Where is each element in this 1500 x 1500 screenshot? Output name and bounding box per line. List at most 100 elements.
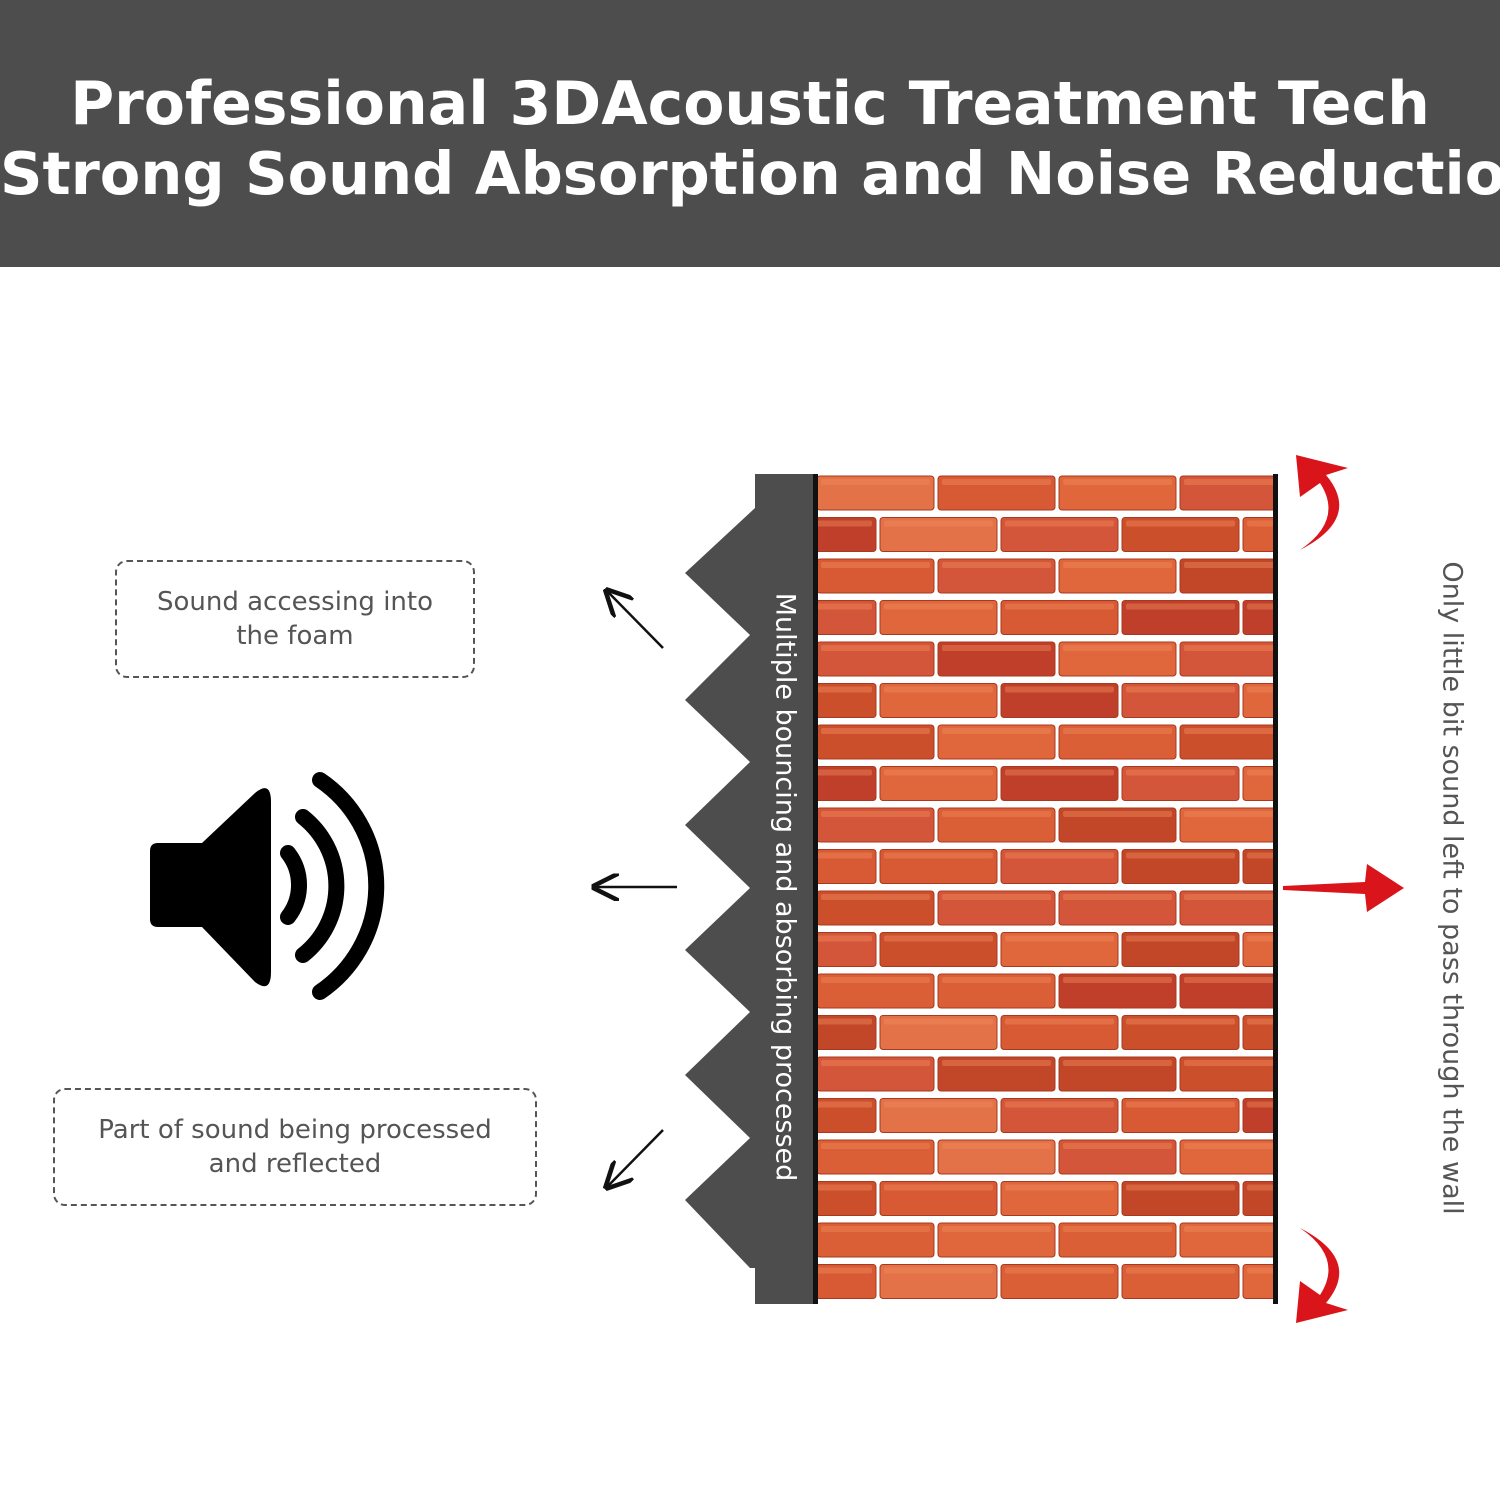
brick-highlight	[1184, 1226, 1275, 1232]
brick	[1179, 890, 1275, 926]
brick	[879, 683, 998, 718]
brick	[1179, 558, 1275, 594]
callout-sound-reflected: Part of sound being processed and reflec…	[53, 1088, 537, 1206]
brick-highlight	[1005, 1184, 1114, 1191]
foam-panel	[685, 474, 813, 1304]
brick	[1058, 890, 1177, 926]
brick-highlight	[1184, 894, 1275, 900]
brick	[879, 766, 998, 801]
brick-highlight	[1247, 1184, 1275, 1191]
callout-top-line-1: Sound accessing into	[156, 587, 434, 617]
brick	[1121, 849, 1240, 884]
brick	[1121, 683, 1240, 718]
brick	[1000, 600, 1119, 635]
foam-base	[755, 474, 813, 1304]
wall-right-edge	[1273, 474, 1278, 1304]
brick	[879, 1181, 998, 1216]
brick-highlight	[817, 1267, 872, 1274]
brick-highlight	[1126, 603, 1235, 610]
brick-highlight	[1305, 645, 1414, 651]
brick	[1242, 849, 1275, 884]
brick	[1058, 1056, 1177, 1092]
brick	[937, 973, 1056, 1009]
callout-bottom-line-2: and reflected	[208, 1149, 382, 1179]
brick	[1121, 1181, 1240, 1216]
brick	[1301, 891, 1418, 925]
brick-highlight	[817, 1184, 872, 1191]
brick-highlight	[1005, 603, 1114, 610]
brick-highlight	[1126, 1267, 1235, 1274]
brick	[1242, 683, 1275, 718]
brick-highlight	[1247, 852, 1275, 859]
red-arrow-icon	[1283, 864, 1404, 912]
brick	[1301, 1057, 1418, 1091]
brick-highlight	[1126, 1101, 1235, 1108]
brick	[937, 641, 1056, 677]
brick-highlight	[1126, 769, 1235, 776]
brick-highlight	[642, 1019, 751, 1025]
brick-highlight	[1184, 811, 1275, 817]
brick	[1058, 1139, 1177, 1175]
brick-highlight	[817, 520, 872, 527]
brick-highlight	[1184, 479, 1275, 485]
arrow-icon	[608, 592, 664, 649]
brick-highlight	[1305, 1060, 1414, 1066]
brick-highlight	[1063, 977, 1172, 983]
brick	[1301, 642, 1418, 676]
brick-highlight	[1305, 977, 1414, 983]
brick	[1121, 766, 1240, 801]
brick-highlight	[1063, 1060, 1172, 1066]
speaker-icon	[150, 772, 385, 1000]
brick	[1301, 559, 1418, 593]
brick-highlight	[942, 645, 1051, 651]
header-banner: Professional 3DAcoustic Treatment Tech S…	[0, 0, 1500, 267]
brick-highlight	[1063, 645, 1172, 651]
brick-highlight	[1063, 728, 1172, 734]
brick-highlight	[1305, 1226, 1414, 1232]
brick	[937, 1056, 1056, 1092]
brick-highlight	[1247, 603, 1275, 610]
brick-highlight	[1184, 728, 1275, 734]
brick	[937, 724, 1056, 760]
brick-highlight	[817, 1101, 872, 1108]
brick-highlight	[817, 935, 872, 942]
red-curved-arrow-top-icon	[1296, 455, 1348, 550]
brick	[817, 641, 935, 677]
brick-highlight	[1126, 852, 1235, 859]
brick	[1301, 808, 1418, 842]
brick-highlight	[1005, 520, 1114, 527]
brick	[879, 600, 998, 635]
brick-highlight	[1184, 562, 1275, 568]
brick	[937, 1139, 1056, 1175]
brick	[817, 1139, 935, 1175]
brick-highlight	[821, 1143, 930, 1149]
brick-highlight	[642, 1268, 751, 1274]
callout-bottom-line-1: Part of sound being processed	[98, 1115, 492, 1145]
brick-highlight	[821, 1226, 930, 1232]
brick-highlight	[942, 479, 1051, 485]
brick	[1058, 475, 1177, 511]
brick-highlight	[1063, 1143, 1172, 1149]
brick	[937, 807, 1056, 843]
brick-highlight	[942, 1226, 1051, 1232]
foam-label: Multiple bouncing and absorbing processe…	[769, 592, 801, 1182]
red-curved-arrow-bottom-icon	[1296, 1228, 1348, 1323]
brick-highlight	[884, 603, 993, 610]
brick	[1121, 517, 1240, 552]
brick-highlight	[1126, 520, 1235, 527]
brick-highlight	[642, 770, 751, 776]
brick-highlight	[884, 935, 993, 942]
brick	[817, 558, 935, 594]
brick	[1121, 932, 1240, 967]
brick	[1058, 641, 1177, 677]
brick	[817, 973, 935, 1009]
brick	[1058, 724, 1177, 760]
brick-highlight	[884, 686, 993, 693]
brick	[1242, 1264, 1275, 1299]
brick	[879, 1015, 998, 1050]
brick	[1121, 1015, 1240, 1050]
brick	[638, 1265, 755, 1299]
brick-highlight	[1184, 1143, 1275, 1149]
brick-highlight	[1005, 1267, 1114, 1274]
